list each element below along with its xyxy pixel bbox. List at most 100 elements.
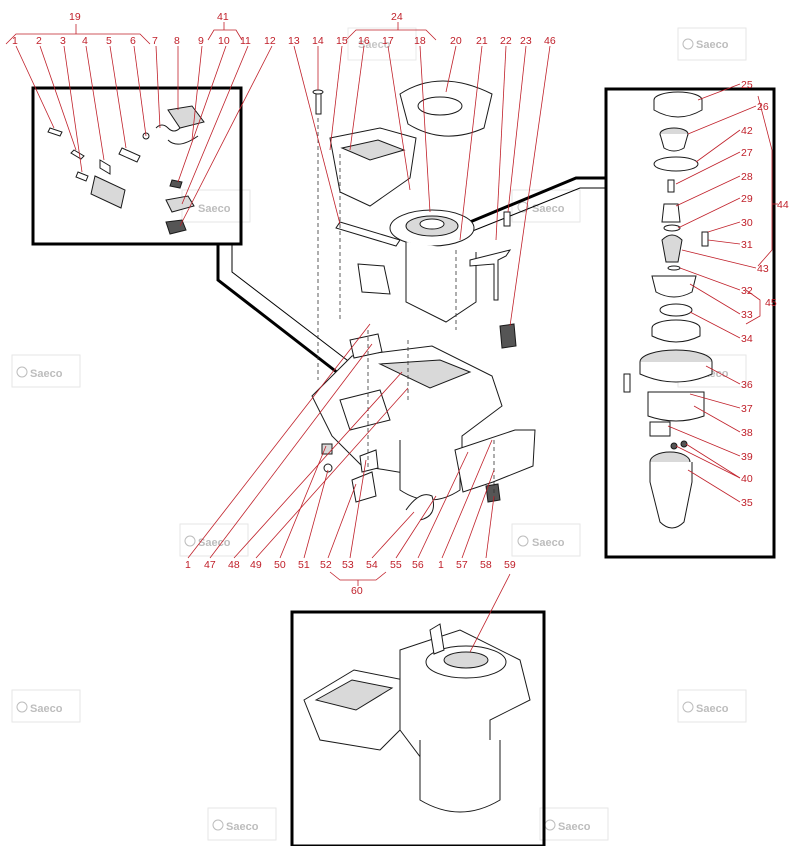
callout-58: 58 xyxy=(480,559,492,571)
svg-text:Saeco: Saeco xyxy=(198,537,231,549)
callout-1-lower: 1 xyxy=(185,559,191,571)
callout-46: 46 xyxy=(544,35,556,47)
svg-text:Saeco: Saeco xyxy=(358,39,391,51)
callout-7: 7 xyxy=(152,35,158,47)
saeco-watermark: Saeco xyxy=(677,689,747,723)
callout-4: 4 xyxy=(82,35,88,47)
callout-18: 18 xyxy=(414,35,426,47)
switch-assembly-parts xyxy=(47,105,205,235)
callout-11: 11 xyxy=(240,35,251,47)
callout-51: 51 xyxy=(298,559,310,571)
callout-10: 10 xyxy=(218,35,230,47)
detail-connector-left xyxy=(216,244,361,382)
svg-text:Saeco: Saeco xyxy=(532,203,565,215)
callout-36: 36 xyxy=(741,379,753,391)
callout-6: 6 xyxy=(130,35,136,47)
callout-8: 8 xyxy=(174,35,180,47)
callout-56: 56 xyxy=(412,559,424,571)
svg-text:Saeco: Saeco xyxy=(30,368,63,380)
svg-text:Saeco: Saeco xyxy=(696,39,729,51)
switch-detail-frame xyxy=(31,86,243,246)
saeco-watermark: Saeco xyxy=(511,189,581,223)
leader-lines xyxy=(5,22,778,653)
callout-42: 42 xyxy=(741,125,753,137)
grinder-detail-frame xyxy=(604,87,776,559)
lever-part xyxy=(469,211,512,301)
callout-35: 35 xyxy=(741,497,753,509)
callout-27: 27 xyxy=(741,147,753,159)
saeco-watermark: Saeco xyxy=(677,27,747,61)
svg-text:Saeco: Saeco xyxy=(696,703,729,715)
callout-25: 25 xyxy=(741,79,753,91)
callout-50: 50 xyxy=(274,559,286,571)
callout-19: 19 xyxy=(69,11,81,23)
callout-52: 52 xyxy=(320,559,332,571)
callout-40: 40 xyxy=(741,473,753,485)
grinder-wheel xyxy=(335,209,477,323)
small-connector xyxy=(499,323,517,349)
callout-labels: 19 41 24 1 2 3 4 5 6 7 8 9 10 11 12 13 1… xyxy=(12,11,789,597)
callout-5: 5 xyxy=(106,35,112,47)
svg-text:Saeco: Saeco xyxy=(226,821,259,833)
callout-48: 48 xyxy=(228,559,240,571)
bean-hopper xyxy=(329,127,417,207)
callout-44: 44 xyxy=(777,199,789,211)
chute xyxy=(357,263,391,295)
saeco-watermark: Saeco xyxy=(11,689,81,723)
callout-14: 14 xyxy=(312,35,324,47)
lower-frame xyxy=(311,333,503,501)
svg-text:Saeco: Saeco xyxy=(198,203,231,215)
callout-1-right: 1 xyxy=(438,559,444,571)
callout-59: 59 xyxy=(504,559,516,571)
saeco-watermark: Saeco xyxy=(347,27,417,61)
callout-1: 1 xyxy=(12,35,18,47)
callout-60: 60 xyxy=(351,585,363,597)
callout-23: 23 xyxy=(520,35,532,47)
callout-39: 39 xyxy=(741,451,753,463)
callout-49: 49 xyxy=(250,559,262,571)
callout-33: 33 xyxy=(741,309,753,321)
callout-30: 30 xyxy=(741,217,753,229)
callout-45: 45 xyxy=(765,297,777,309)
callout-2: 2 xyxy=(36,35,42,47)
callout-37: 37 xyxy=(741,403,753,415)
callout-16: 16 xyxy=(358,35,370,47)
callout-32: 32 xyxy=(741,285,753,297)
callout-9: 9 xyxy=(198,35,204,47)
saeco-watermark: Saeco xyxy=(11,354,81,388)
callout-38: 38 xyxy=(741,427,753,439)
callout-3: 3 xyxy=(60,35,66,47)
callout-55: 55 xyxy=(390,559,402,571)
screw-14 xyxy=(312,89,324,115)
svg-text:Saeco: Saeco xyxy=(532,537,565,549)
assembled-unit xyxy=(303,623,531,813)
callout-26: 26 xyxy=(757,101,769,113)
callout-53: 53 xyxy=(342,559,354,571)
callout-17: 17 xyxy=(382,35,394,47)
callout-41: 41 xyxy=(217,11,229,23)
bracket-right xyxy=(454,429,536,503)
saeco-watermark: Saeco xyxy=(179,523,249,557)
hopper-lid xyxy=(399,80,493,137)
svg-text:Saeco: Saeco xyxy=(30,703,63,715)
callout-47: 47 xyxy=(204,559,216,571)
callout-12: 12 xyxy=(264,35,276,47)
callout-29: 29 xyxy=(741,193,753,205)
svg-text:Saeco: Saeco xyxy=(558,821,591,833)
callout-24: 24 xyxy=(391,11,403,23)
callout-13: 13 xyxy=(288,35,300,47)
callout-22: 22 xyxy=(500,35,512,47)
callout-28: 28 xyxy=(741,171,753,183)
callout-34: 34 xyxy=(741,333,753,345)
callout-21: 21 xyxy=(476,35,488,47)
saeco-watermark: Saeco xyxy=(207,807,277,841)
saeco-watermark: Saeco xyxy=(539,807,609,841)
grinder-stack-parts xyxy=(623,91,713,529)
callout-57: 57 xyxy=(456,559,468,571)
saeco-watermark: Saeco xyxy=(511,523,581,557)
detail-connector-right xyxy=(469,176,606,233)
callout-31: 31 xyxy=(741,239,753,251)
callout-15: 15 xyxy=(336,35,348,47)
callout-43: 43 xyxy=(757,263,769,275)
